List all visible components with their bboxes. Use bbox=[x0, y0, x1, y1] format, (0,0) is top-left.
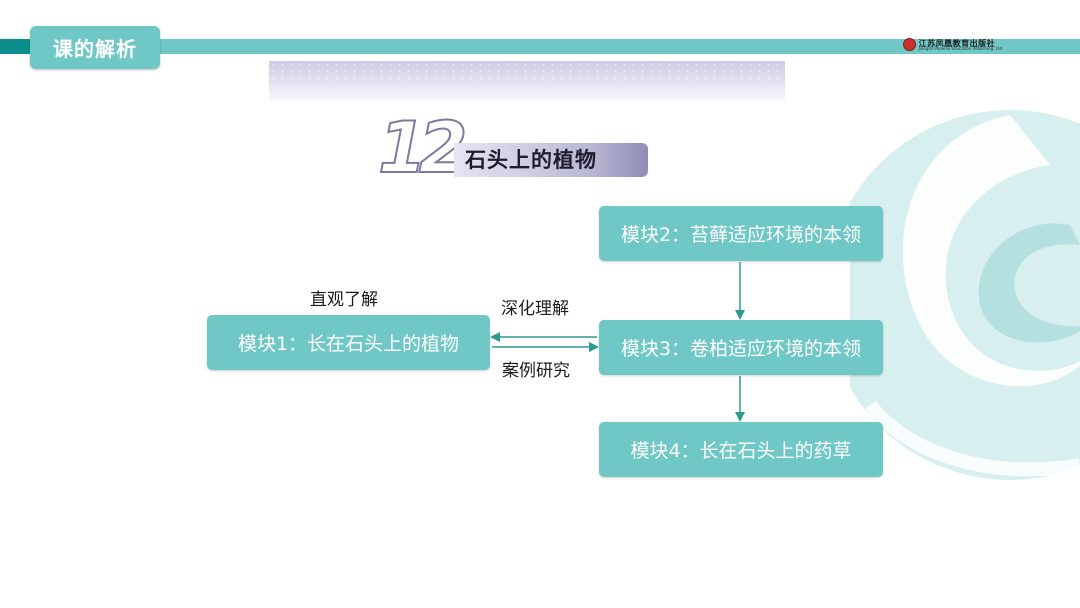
publisher-text: 江苏凤凰教育出版社 Jiangsu Phoenix Education Publ… bbox=[919, 39, 1002, 51]
publisher-logo-block: 江苏凤凰教育出版社 Jiangsu Phoenix Education Publ… bbox=[903, 38, 1002, 51]
title-banner bbox=[269, 61, 785, 101]
top-stripe-accent bbox=[0, 39, 32, 54]
banner-dot-pattern bbox=[269, 61, 785, 101]
lesson-number: 12 bbox=[378, 110, 458, 186]
module-4-box: 模块4：长在石头上的药草 bbox=[599, 422, 883, 477]
module-1-box: 模块1：长在石头上的植物 bbox=[207, 315, 490, 370]
publisher-english-name: Jiangsu Phoenix Education Publishing, Lt… bbox=[919, 47, 1002, 51]
module-2-box: 模块2：苔藓适应环境的本领 bbox=[599, 206, 883, 261]
lesson-title: 石头上的植物 bbox=[465, 145, 597, 175]
publisher-logo-icon bbox=[903, 38, 916, 51]
section-tab: 课的解析 bbox=[30, 26, 160, 69]
label-case-study: 案例研究 bbox=[502, 356, 570, 381]
decorative-swirl-icon bbox=[850, 105, 1080, 485]
label-deepen: 深化理解 bbox=[501, 294, 569, 319]
module-3-box: 模块3：卷柏适应环境的本领 bbox=[599, 320, 883, 375]
label-intuitive: 直观了解 bbox=[310, 285, 378, 310]
